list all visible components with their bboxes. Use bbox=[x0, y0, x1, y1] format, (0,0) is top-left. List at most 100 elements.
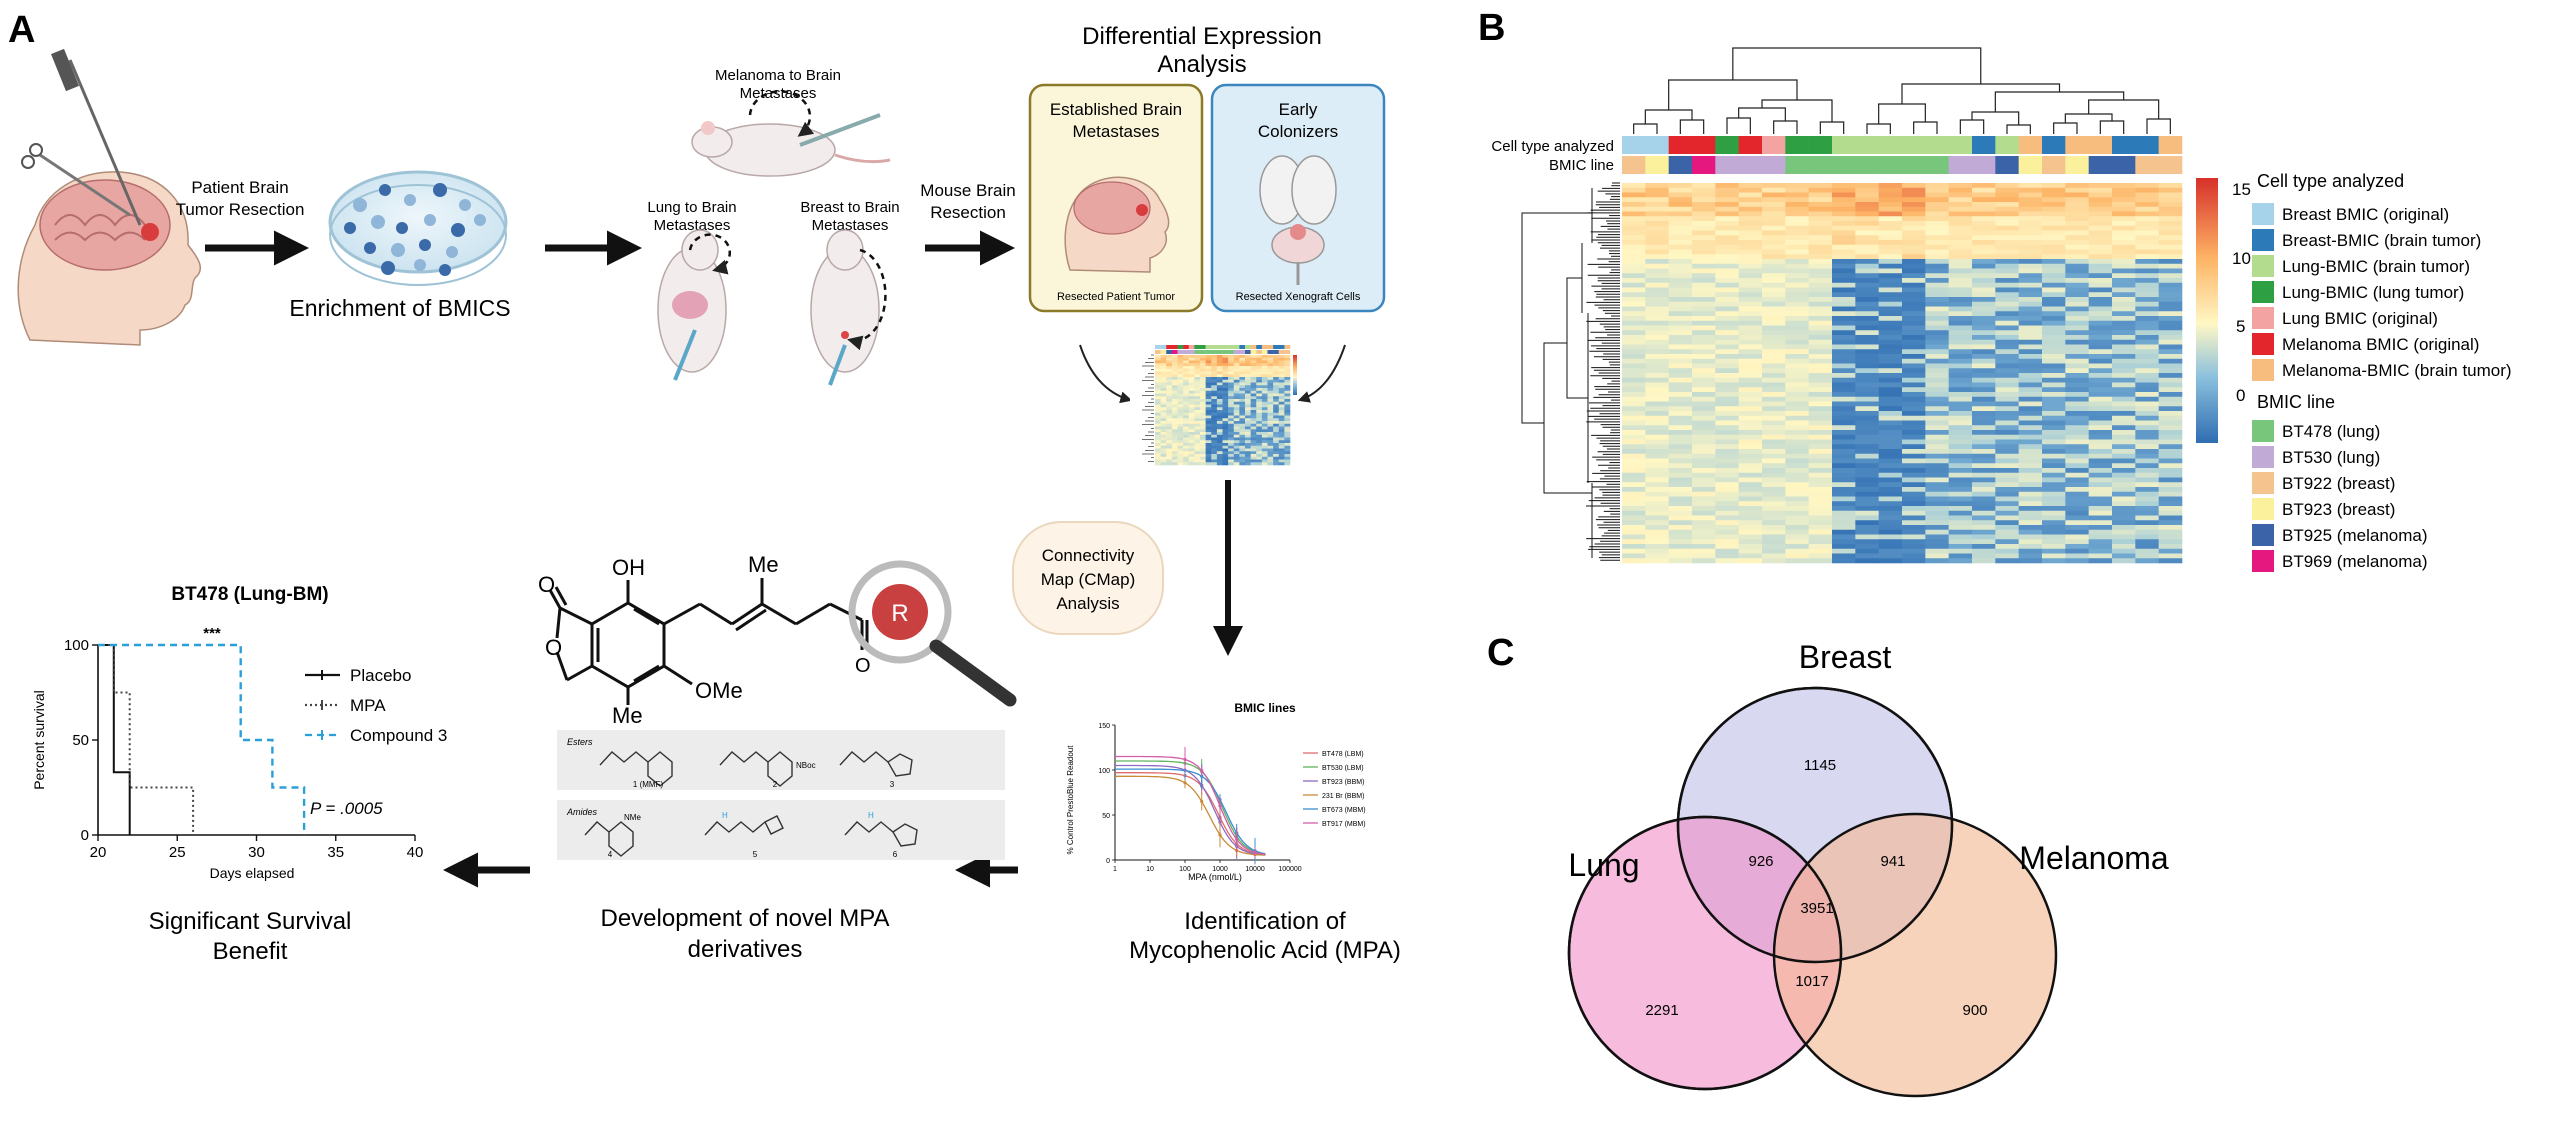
heatmap-cell bbox=[1183, 393, 1190, 397]
heatmap-cell bbox=[1160, 456, 1167, 460]
cmap-line2: Map (CMap) bbox=[1041, 570, 1135, 589]
heatmap-cell bbox=[1902, 387, 1926, 393]
heatmap-cell bbox=[1762, 183, 1786, 189]
heatmap-cell bbox=[1183, 396, 1190, 400]
heatmap-cell bbox=[1166, 429, 1173, 433]
heatmap-cell bbox=[2042, 297, 2066, 303]
heatmap-cell bbox=[1668, 187, 1693, 193]
heatmap-cell bbox=[1622, 192, 1646, 198]
heatmap-cell bbox=[1622, 411, 1646, 417]
heatmap-cell bbox=[2018, 449, 2043, 455]
heatmap-cell bbox=[1808, 354, 1833, 360]
heatmap-cell bbox=[1160, 445, 1167, 449]
heatmap-cell bbox=[1762, 244, 1786, 250]
heatmap-cell bbox=[1278, 462, 1285, 466]
heatmap-cell bbox=[1233, 360, 1240, 364]
dendrogram-link bbox=[2088, 99, 2160, 119]
heatmap-cell bbox=[1902, 501, 1926, 507]
heatmap-cell bbox=[1284, 371, 1291, 375]
heatmap-cell bbox=[1832, 249, 1856, 255]
heatmap-cell bbox=[1738, 354, 1763, 360]
heatmap-cell bbox=[1261, 412, 1268, 416]
heatmap-cell bbox=[1194, 459, 1201, 463]
heatmap-cell bbox=[2088, 183, 2113, 189]
heatmap-cell bbox=[1785, 529, 1809, 535]
heatmap-cell bbox=[1622, 235, 1646, 241]
heatmap-cell bbox=[1160, 385, 1167, 389]
heatmap-cell bbox=[1273, 437, 1280, 441]
heatmap-cell bbox=[1250, 459, 1257, 463]
annotation-cell-type bbox=[1692, 136, 1716, 154]
heatmap-cell bbox=[1622, 401, 1646, 407]
heatmap-cell bbox=[1785, 268, 1809, 274]
heatmap-cell bbox=[1256, 429, 1263, 433]
heatmap-cell bbox=[1645, 349, 1669, 355]
heatmap-cell bbox=[1160, 368, 1167, 372]
legend-swatch-cell-type bbox=[2252, 333, 2274, 355]
heatmap-cell bbox=[2065, 249, 2089, 255]
heatmap-cell bbox=[1622, 487, 1646, 493]
heatmap-cell bbox=[1808, 349, 1833, 355]
heatmap-cell bbox=[1878, 477, 1903, 483]
heatmap-cell bbox=[1902, 487, 1926, 493]
legend-label-cell-type: Lung-BMIC (lung tumor) bbox=[2282, 283, 2464, 302]
heatmap-cell bbox=[1715, 240, 1739, 246]
heatmap-cell bbox=[1995, 335, 2019, 341]
heatmap-cell bbox=[1645, 320, 1669, 326]
heatmap-cell bbox=[2112, 259, 2136, 265]
heatmap-cell bbox=[2135, 225, 2159, 231]
heatmap-cell bbox=[1925, 420, 1949, 426]
heatmap-cell bbox=[1211, 451, 1218, 455]
heatmap-cell bbox=[2158, 187, 2183, 193]
heatmap-cell bbox=[1878, 349, 1903, 355]
heatmap-cell bbox=[1233, 379, 1240, 383]
heatmap-cell bbox=[1233, 454, 1240, 458]
heatmap-cell bbox=[1171, 382, 1178, 386]
heatmap-cell bbox=[1267, 360, 1274, 364]
heatmap-cell bbox=[1200, 377, 1206, 381]
heatmap-cell bbox=[1200, 360, 1206, 364]
heatmap-cell bbox=[1228, 456, 1235, 460]
heatmap-cell bbox=[1668, 392, 1693, 398]
heatmap-cell bbox=[1211, 443, 1218, 447]
heatmap-cell bbox=[2135, 411, 2159, 417]
heatmap-cell bbox=[2065, 187, 2089, 193]
heatmap-cell bbox=[1762, 449, 1786, 455]
heatmap-cell bbox=[1256, 437, 1263, 441]
heatmap-cell bbox=[1645, 273, 1669, 279]
cell-dot bbox=[396, 222, 408, 234]
heatmap-cell bbox=[1715, 273, 1739, 279]
heatmap-cell bbox=[2158, 363, 2183, 369]
heatmap-cell bbox=[1267, 451, 1274, 455]
heatmap-cell bbox=[1902, 377, 1926, 383]
heatmap-cell bbox=[2018, 544, 2043, 550]
heatmap-cell bbox=[1715, 544, 1739, 550]
heatmap-cell bbox=[1239, 412, 1246, 416]
heatmap-cell bbox=[1668, 553, 1693, 559]
heatmap-cell bbox=[1284, 382, 1291, 386]
heatmap-cell bbox=[1166, 385, 1173, 389]
heatmap-cell bbox=[1925, 458, 1949, 464]
heatmap-cell bbox=[1273, 377, 1280, 381]
heatmap-cell bbox=[1177, 401, 1184, 405]
heatmap-cell bbox=[1738, 553, 1763, 559]
heatmap-cell bbox=[2065, 268, 2089, 274]
heatmap-cell bbox=[1273, 462, 1280, 466]
heatmap-cell bbox=[1166, 432, 1173, 436]
heatmap-cell bbox=[1188, 379, 1195, 383]
heatmap-cell bbox=[2018, 320, 2043, 326]
heatmap-cell bbox=[1622, 230, 1646, 236]
heatmap-cell bbox=[1239, 459, 1246, 463]
heatmap-cell bbox=[2088, 368, 2113, 374]
heatmap-cell bbox=[2112, 396, 2136, 402]
heatmap-cell bbox=[1216, 415, 1223, 419]
heatmap-cell bbox=[1233, 429, 1240, 433]
heatmap-cell bbox=[1160, 393, 1167, 397]
heatmap-cell bbox=[1948, 558, 1973, 564]
heatmap-cell bbox=[1948, 320, 1973, 326]
heatmap-cell bbox=[1948, 463, 1973, 469]
heatmap-cell bbox=[2112, 434, 2136, 440]
cell-dot bbox=[446, 246, 458, 258]
dendrogram-link bbox=[1994, 91, 2125, 112]
heatmap-cell bbox=[1808, 344, 1833, 350]
